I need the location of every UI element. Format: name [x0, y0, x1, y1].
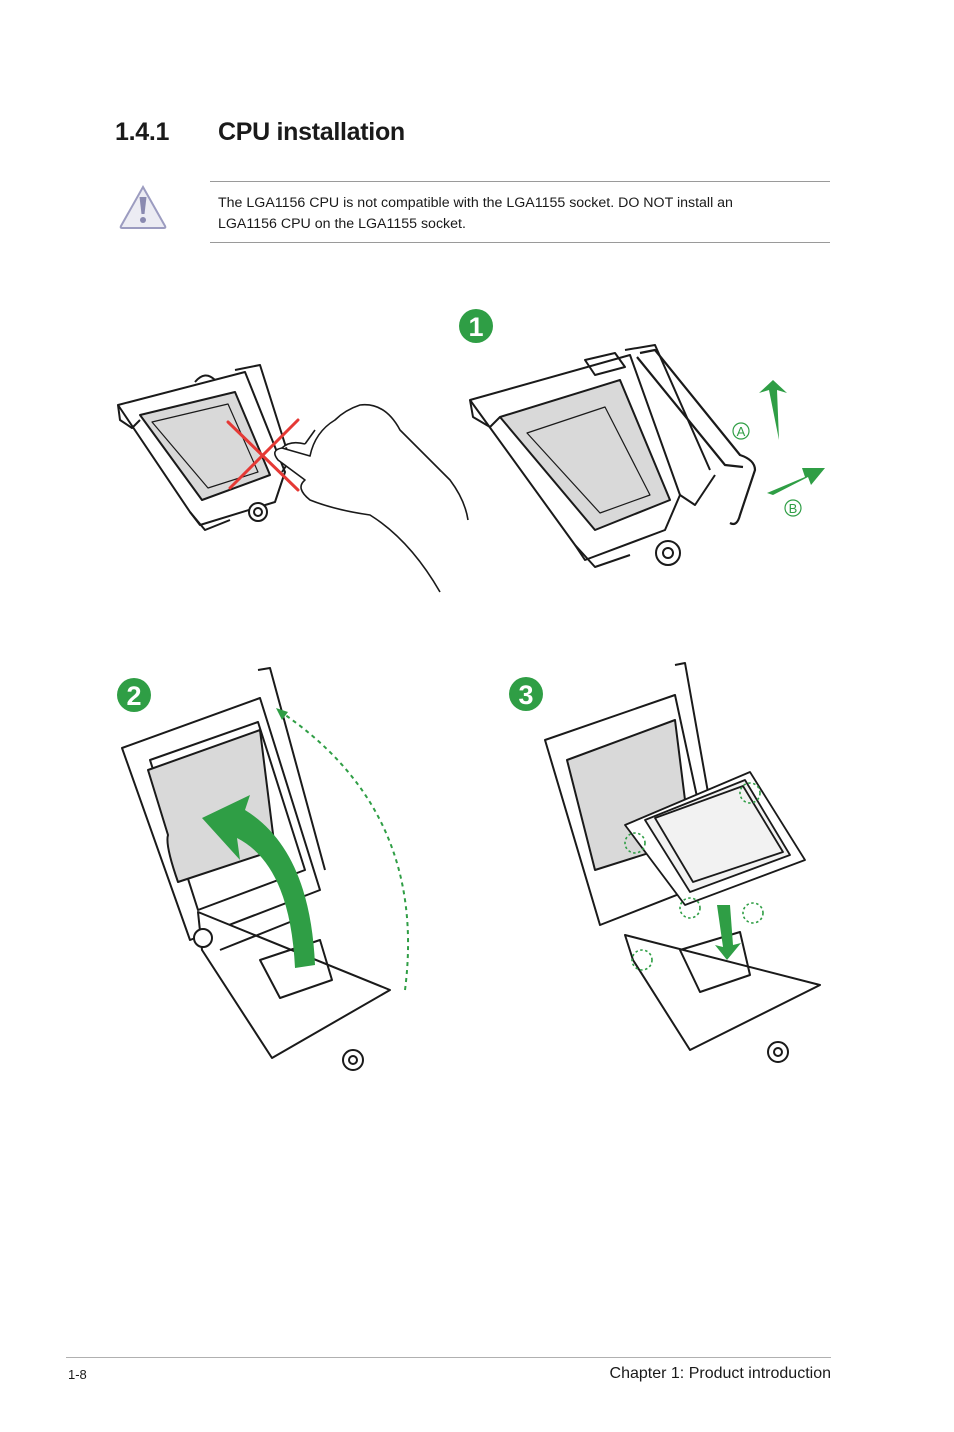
alignment-markers: [624, 782, 764, 971]
wrong-method-illustration: [117, 364, 469, 593]
socket-closed-small: [117, 364, 291, 531]
caution-text: The LGA1156 CPU is not compatible with t…: [218, 193, 798, 235]
insert-arrow: [715, 905, 741, 960]
callout-b: B: [784, 499, 802, 517]
callout-a: A: [732, 422, 750, 440]
step1-badge: 1: [459, 309, 493, 343]
caution-box: The LGA1156 CPU is not compatible with t…: [210, 181, 830, 243]
load-lever: [636, 348, 757, 526]
step2-badge: 2: [117, 678, 151, 712]
caution-line-2: LGA1156 CPU on the LGA1155 socket.: [218, 216, 466, 232]
page-number: 1-8: [68, 1367, 87, 1382]
section-title: CPU installation: [218, 118, 405, 146]
step3-illustration: 3: [509, 662, 821, 1063]
cross-mark-icon: [226, 418, 300, 492]
callout-a-label: A: [737, 424, 746, 439]
cpu-chip: [624, 771, 806, 906]
lift-arrow: [202, 795, 315, 968]
swing-path: [277, 709, 409, 991]
footer-rule: [66, 1357, 831, 1358]
chapter-title: Chapter 1: Product introduction: [609, 1365, 831, 1382]
swing-path-arrowhead: [276, 708, 288, 720]
socket-closed: [469, 344, 716, 568]
step1-illustration: 1 A B: [459, 309, 825, 568]
step2-number: 2: [126, 681, 141, 711]
step3-number: 3: [518, 680, 533, 710]
section-heading: 1.4.1 CPU installation: [115, 118, 405, 147]
warning-triangle-icon: [119, 184, 167, 229]
caution-line-1: The LGA1156 CPU is not compatible with t…: [218, 195, 733, 211]
hand-drawing: [274, 403, 469, 593]
step1-number: 1: [468, 312, 483, 342]
step2-illustration: 2: [117, 667, 409, 1071]
socket-open: [121, 667, 391, 1071]
arrow-b: [767, 468, 825, 495]
callout-b-label: B: [789, 501, 798, 516]
arrow-a: [759, 380, 787, 440]
step3-badge: 3: [509, 677, 543, 711]
section-number: 1.4.1: [115, 118, 170, 146]
